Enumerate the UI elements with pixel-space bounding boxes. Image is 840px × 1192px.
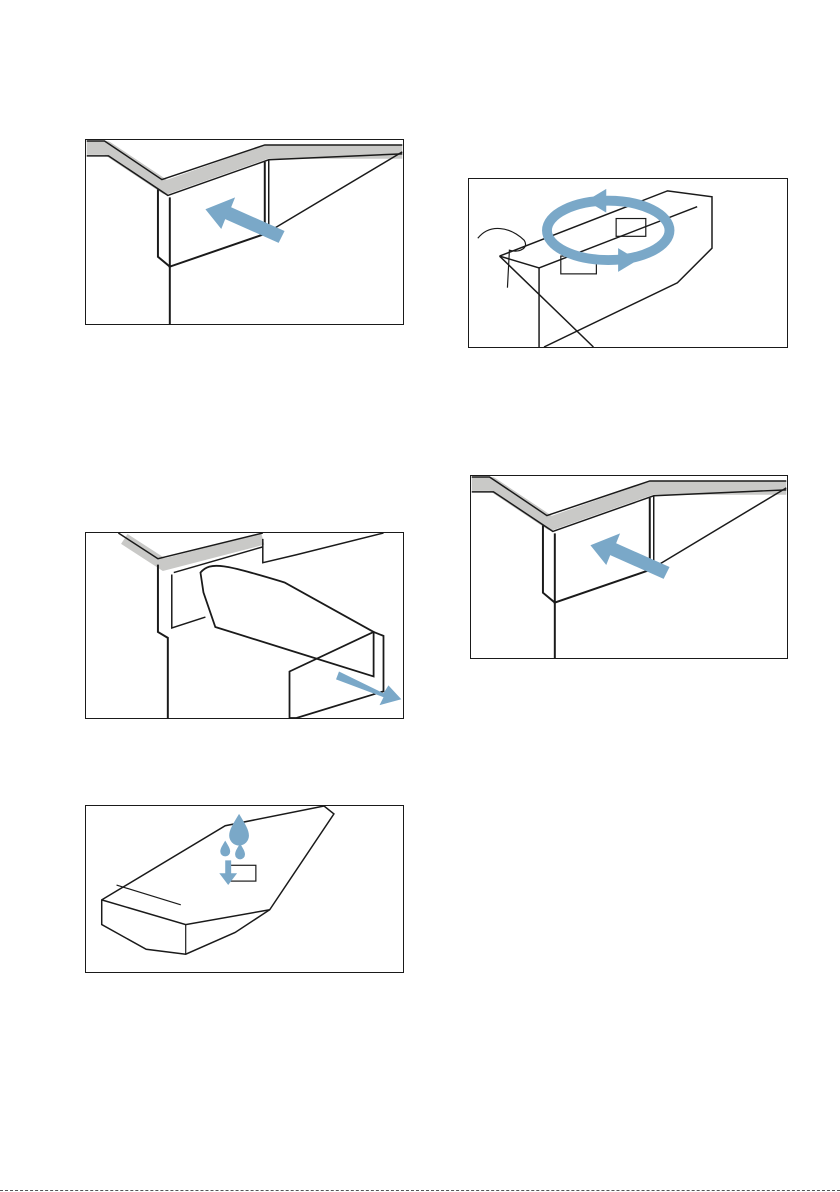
arrow-icon [336, 672, 401, 706]
page-footer-line [0, 1190, 840, 1191]
clean-drawing [469, 179, 787, 347]
illustration-pull-drawer-out [85, 532, 404, 719]
illustration-rinse-siphon [85, 805, 404, 973]
push-in-drawing-2 [471, 476, 787, 658]
drop-icon [229, 814, 249, 846]
pull-out-drawing [86, 533, 403, 718]
illustration-clean-drawer [468, 178, 788, 348]
illustration-push-drawer-in-2 [470, 475, 788, 659]
rinse-drawing [86, 806, 403, 972]
arrow-icon [205, 197, 284, 243]
illustration-push-drawer-in [85, 139, 404, 325]
rotate-arrow-icon [586, 189, 606, 213]
push-in-drawing [86, 140, 403, 324]
arrow-icon [590, 533, 669, 579]
